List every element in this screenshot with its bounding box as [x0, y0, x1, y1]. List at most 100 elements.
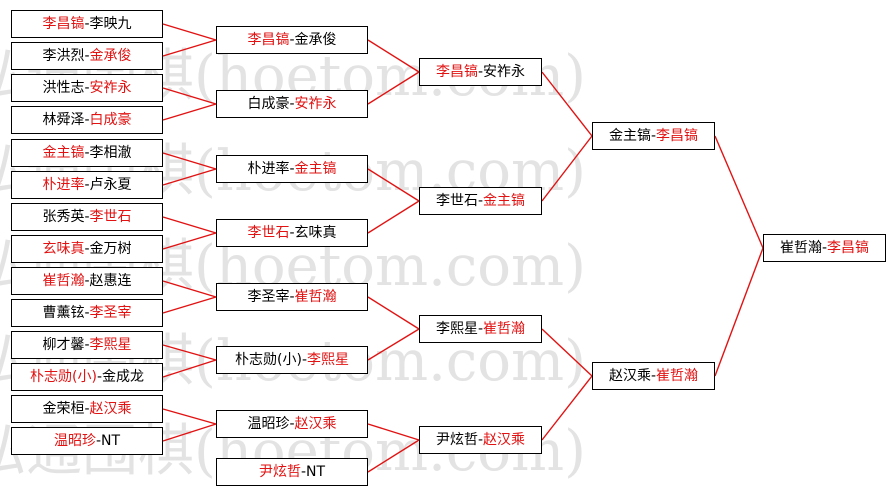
player-1: 朴志勋(小) [235, 352, 302, 368]
player-1: 李昌镐 [435, 64, 478, 80]
player-2: 崔哲瀚 [483, 321, 526, 337]
connector-line [541, 71, 593, 137]
match-box-r2-7: 温昭珍-赵汉乘 [216, 410, 368, 438]
match-box-r1-8: 玄味真-金万树 [11, 235, 163, 263]
player-1: 李熙星 [435, 321, 478, 337]
connector-line [367, 328, 420, 361]
player-1: 曹薰铉 [42, 305, 85, 321]
connector-line [367, 423, 420, 441]
match-box-r1-9: 崔哲瀚-赵惠连 [11, 267, 163, 295]
player-2: NT [101, 433, 121, 449]
player-1: 金荣桓 [42, 401, 85, 417]
player-1: 崔哲瀚 [42, 273, 85, 289]
player-1: 温昭珍 [247, 416, 290, 432]
match-box-r1-2: 李洪烈-金承俊 [11, 42, 163, 70]
connector-line [367, 296, 420, 330]
player-2: 李相澈 [89, 145, 132, 161]
player-1: 朴进率 [42, 177, 85, 193]
connector-line [162, 344, 217, 361]
player-2: 金承俊 [294, 32, 337, 48]
connector-line [162, 168, 217, 186]
player-1: 李昌镐 [247, 32, 290, 48]
connector-line [162, 359, 217, 378]
player-2: 安祚永 [294, 96, 337, 112]
connector-line [367, 71, 420, 105]
match-box-r4-1: 金主镐-李昌镐 [592, 122, 715, 150]
player-2: 赵汉乘 [294, 416, 337, 432]
player-1: 金主镐 [608, 128, 651, 144]
connector-line [162, 39, 217, 57]
player-1: 崔哲瀚 [779, 240, 822, 256]
player-1: 柳才馨 [42, 337, 85, 353]
match-box-r2-1: 李昌镐-金承俊 [216, 26, 368, 54]
player-1: 温昭珍 [53, 433, 96, 449]
connector-line [541, 375, 593, 441]
connector-line [162, 152, 217, 170]
match-box-r1-7: 张秀英-李世石 [11, 203, 163, 231]
connector-line [714, 247, 764, 377]
player-1: 李洪烈 [42, 48, 85, 64]
player-1: 朴志勋(小) [30, 369, 97, 385]
connector-line [541, 328, 593, 377]
player-2: 安祚永 [483, 64, 526, 80]
match-box-r1-6: 朴进率-卢永夏 [11, 171, 163, 199]
player-1: 李世石 [247, 225, 290, 241]
player-2: 金主镐 [294, 161, 337, 177]
connector-line [162, 423, 217, 442]
player-2: 安祚永 [89, 80, 132, 96]
match-box-r1-14: 温昭珍-NT [11, 427, 163, 455]
player-2: 李昌镐 [827, 240, 870, 256]
player-2: 崔哲瀚 [294, 289, 337, 305]
player-2: 金成龙 [102, 369, 144, 385]
player-1: 洪性志 [42, 80, 85, 96]
connector-line [367, 39, 420, 73]
player-2: 金万树 [89, 241, 132, 257]
player-1: 张秀英 [42, 209, 85, 225]
player-1: 赵汉乘 [608, 368, 651, 384]
connector-line [367, 200, 420, 234]
connector-line [162, 232, 217, 250]
match-box-final: 崔哲瀚-李昌镐 [763, 234, 886, 262]
player-1: 白成豪 [247, 96, 290, 112]
connector-line [162, 103, 217, 121]
connector-line [162, 408, 217, 425]
player-2: 李熙星 [89, 337, 132, 353]
player-1: 林舜泽 [42, 112, 85, 128]
connector-line [162, 23, 217, 41]
connector-line [367, 168, 420, 202]
match-box-r4-2: 赵汉乘-崔哲瀚 [592, 362, 715, 390]
match-box-r2-8: 尹炫哲-NT [216, 458, 368, 486]
player-2: 金主镐 [483, 193, 526, 209]
player-2: 李世石 [89, 209, 132, 225]
connector-line [367, 439, 420, 473]
match-box-r1-5: 金主镐-李相澈 [11, 139, 163, 167]
player-1: 李世石 [435, 193, 478, 209]
player-2: 李映九 [89, 16, 132, 32]
match-box-r3-2: 李世石-金主镐 [419, 187, 542, 215]
player-2: 李昌镐 [656, 128, 699, 144]
match-box-r1-11: 柳才馨-李熙星 [11, 331, 163, 359]
match-box-r1-13: 金荣桓-赵汉乘 [11, 395, 163, 423]
match-box-r2-3: 朴进率-金主镐 [216, 155, 368, 183]
player-2: 赵惠连 [89, 273, 132, 289]
player-1: 玄味真 [42, 241, 85, 257]
connector-line [541, 135, 593, 202]
connector-line [162, 296, 217, 314]
player-2: 李圣宰 [89, 305, 132, 321]
connector-line [162, 280, 217, 298]
match-box-r3-4: 尹炫哲-赵汉乘 [419, 426, 542, 454]
match-box-r1-12: 朴志勋(小)-金成龙 [11, 363, 163, 391]
player-2: 李熙星 [307, 352, 349, 368]
player-2: 金承俊 [89, 48, 132, 64]
player-2: 卢永夏 [89, 177, 132, 193]
player-1: 李昌镐 [42, 16, 85, 32]
player-2: 玄味真 [294, 225, 337, 241]
match-box-r2-4: 李世石-玄味真 [216, 219, 368, 247]
connector-line [162, 87, 217, 105]
match-box-r1-10: 曹薰铉-李圣宰 [11, 299, 163, 327]
player-2: 赵汉乘 [89, 401, 132, 417]
player-1: 朴进率 [247, 161, 290, 177]
player-1: 金主镐 [42, 145, 85, 161]
player-2: NT [306, 464, 326, 480]
